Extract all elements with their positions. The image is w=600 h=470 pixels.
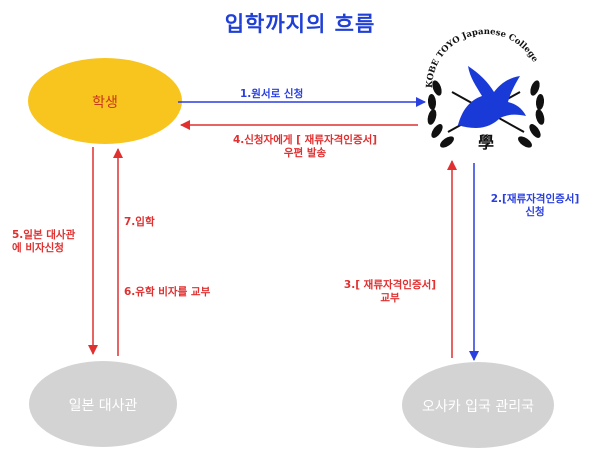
step5-line2: 에 비자신청 xyxy=(12,242,64,254)
step2-line2: 신청 xyxy=(525,206,545,218)
step4-line1: 4.신청자에게 [ 재류자격인증서] xyxy=(232,134,378,146)
immigration-label: 오사카 입국 관리국 xyxy=(422,399,534,415)
emblem-char: 學 xyxy=(478,133,494,152)
step3-line2: 교부 xyxy=(380,292,400,304)
student-node xyxy=(28,58,182,144)
step4-line2: 우편 발송 xyxy=(283,147,327,159)
step3-line1: 3.[ 재류자격인증서] xyxy=(343,279,437,291)
step5-label: 5.일본 대사관 에 비자신청 xyxy=(12,229,75,255)
step7-label: 7.입학 xyxy=(124,216,155,228)
step3-label: 3.[ 재류자격인증서] 교부 xyxy=(330,279,450,305)
step6-label: 6.유학 비자를 교부 xyxy=(124,286,211,298)
embassy-node xyxy=(29,361,177,447)
embassy-label: 일본 대사관 xyxy=(68,398,138,414)
step2-label: 2.[재류자격인증서] 신청 xyxy=(474,193,596,219)
step5-line1: 5.일본 대사관 xyxy=(12,229,76,241)
step4-label: 4.신청자에게 [ 재류자격인증서] 우편 발송 xyxy=(215,134,395,160)
step1-label: 1.원서로 신청 xyxy=(240,88,304,100)
college-logo: KOBE TOYO Japanese College 學 xyxy=(420,27,550,160)
pegasus-icon xyxy=(458,66,526,128)
student-label: 학생 xyxy=(92,95,118,111)
page-title: 입학까지의 흐름 xyxy=(224,12,376,36)
immigration-node xyxy=(402,362,554,448)
step2-line1: 2.[재류자격인증서] xyxy=(490,193,580,205)
